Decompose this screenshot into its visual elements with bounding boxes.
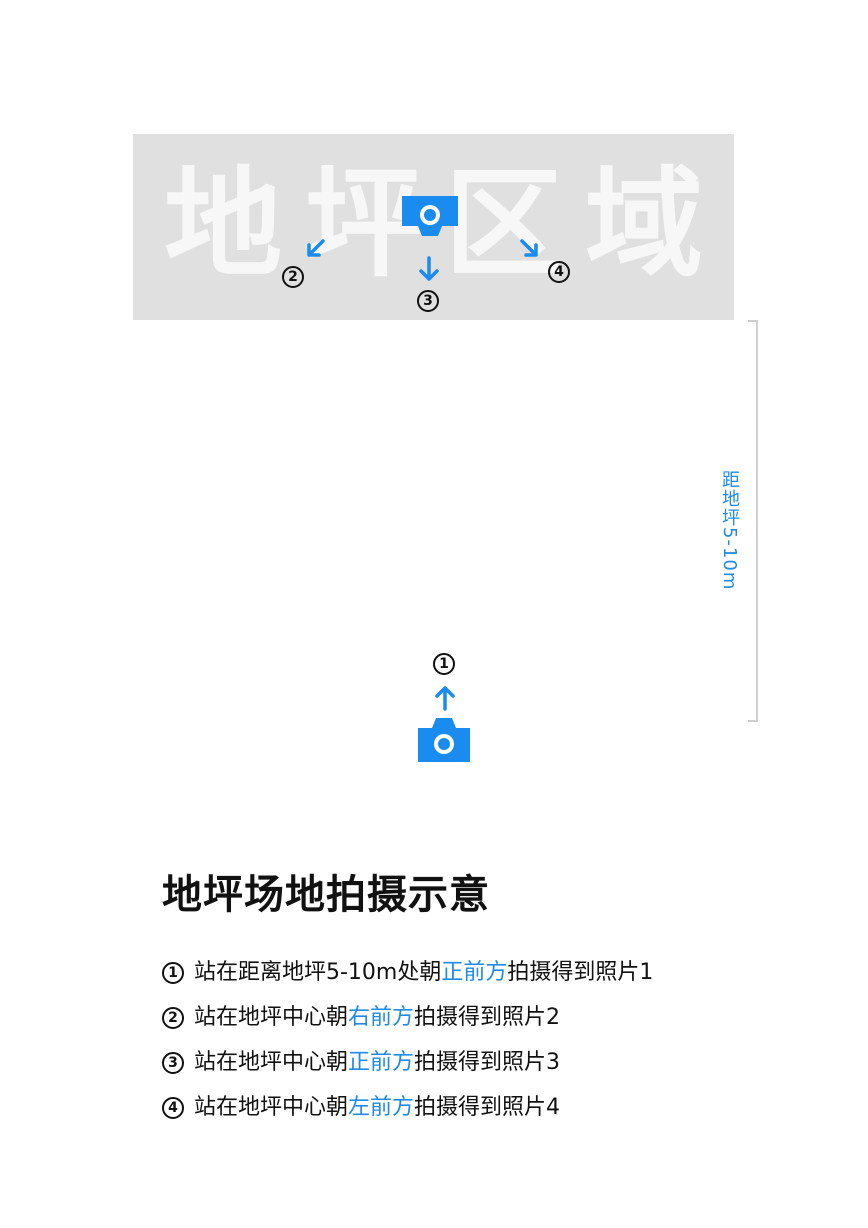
step-text: 拍摄得到照片1 (507, 959, 654, 985)
step-number: 3 (162, 1051, 184, 1074)
step-list: 1 站在距离地坪5-10m处朝 正前方 拍摄得到照片1 2 站在地坪中心朝 右前… (162, 950, 653, 1130)
list-item: 4 站在地坪中心朝 左前方 拍摄得到照片4 (162, 1085, 653, 1130)
step-text: 站在地坪中心朝 (194, 1049, 349, 1075)
step-text: 站在地坪中心朝 (194, 1094, 349, 1120)
step-text: 拍摄得到照片3 (414, 1049, 561, 1075)
step-direction: 左前方 (348, 1094, 415, 1120)
list-item: 2 站在地坪中心朝 右前方 拍摄得到照片2 (162, 995, 653, 1040)
marker-2: 2 (282, 266, 304, 288)
step-direction: 正前方 (348, 1049, 415, 1075)
arrow-down-icon (419, 256, 439, 281)
camera-icon (418, 718, 470, 762)
step-text: 站在地坪中心朝 (194, 1004, 349, 1030)
distance-bracket (748, 320, 758, 722)
marker-4: 4 (548, 261, 570, 283)
camera-icon (402, 196, 458, 236)
page-title: 地坪场地拍摄示意 (162, 872, 490, 918)
step-text: 拍摄得到照片2 (414, 1004, 561, 1030)
floor-area-watermark: 地 坪 区 域 (133, 154, 734, 294)
arrow-down-right-icon (520, 239, 538, 257)
watermark-char: 地 (164, 155, 283, 293)
step-number: 1 (162, 961, 184, 984)
watermark-char: 域 (584, 155, 703, 293)
step-text: 站在距离地坪5-10m处朝 (194, 959, 442, 985)
arrow-down-left-icon (307, 239, 325, 257)
floor-area: 地 坪 区 域 (133, 134, 734, 320)
step-number: 4 (162, 1096, 184, 1119)
step-direction: 右前方 (348, 1004, 415, 1030)
watermark-char: 区 (444, 155, 563, 293)
marker-1: 1 (433, 653, 455, 675)
marker-3: 3 (417, 290, 439, 312)
step-text: 拍摄得到照片4 (414, 1094, 561, 1120)
arrow-up-icon (435, 686, 455, 711)
list-item: 3 站在地坪中心朝 正前方 拍摄得到照片3 (162, 1040, 653, 1085)
step-direction: 正前方 (441, 959, 508, 985)
step-number: 2 (162, 1006, 184, 1029)
list-item: 1 站在距离地坪5-10m处朝 正前方 拍摄得到照片1 (162, 950, 653, 995)
distance-label: 距地坪5-10m (719, 470, 740, 591)
